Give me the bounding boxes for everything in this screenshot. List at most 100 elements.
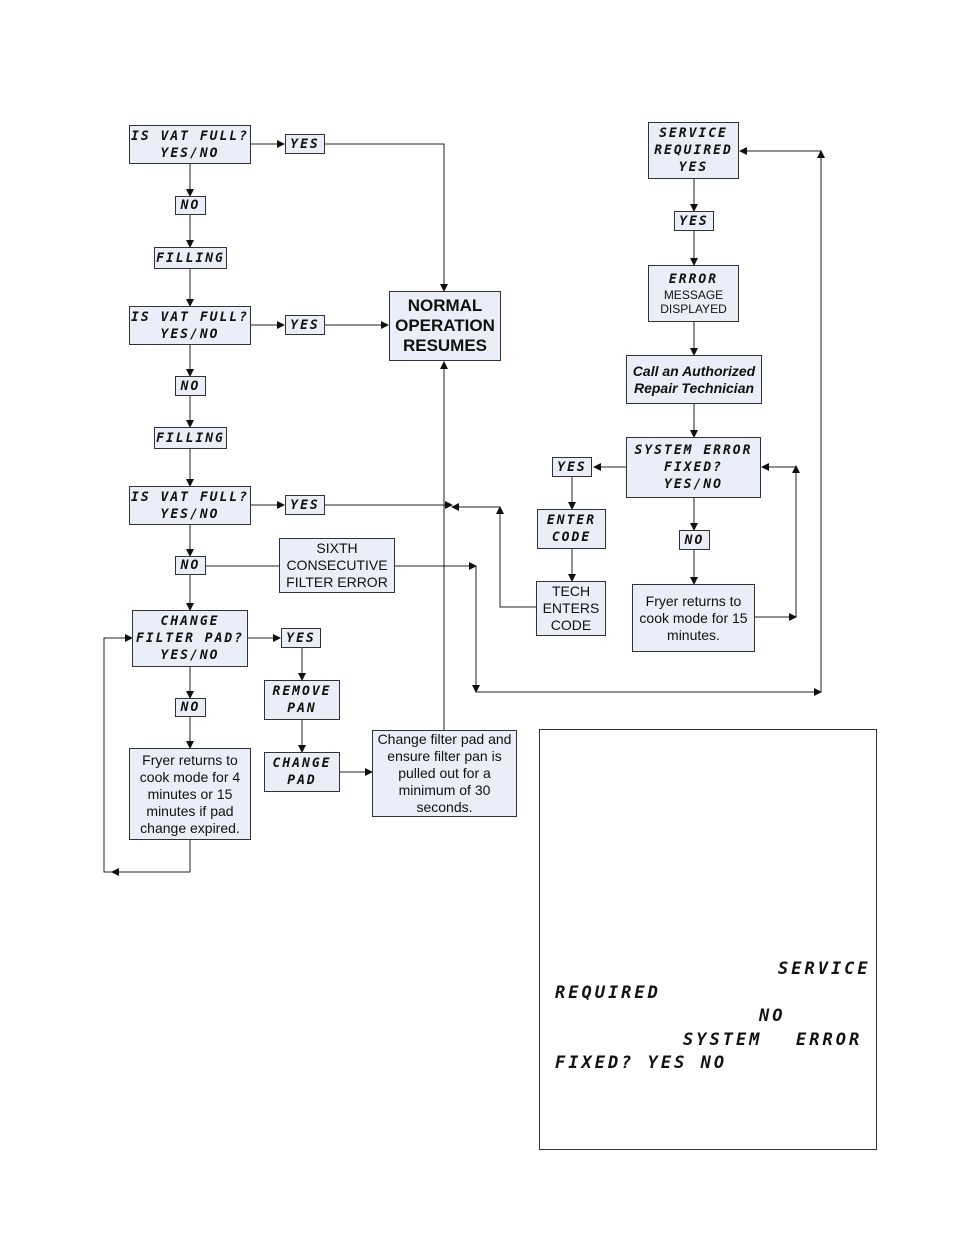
yes-box-3: YES	[285, 495, 325, 515]
box-line: MESSAGE	[663, 288, 724, 302]
call-technician-box: Call an Authorized Repair Technician	[626, 355, 762, 404]
connector	[103, 634, 191, 873]
legend-service: SERVICE	[778, 959, 871, 979]
box-line: YES	[286, 630, 316, 646]
box-line: NO	[180, 378, 201, 394]
is-vat-full-box-1: IS VAT FULL? YES/NO	[129, 125, 251, 164]
box-line: YES/NO	[160, 648, 220, 663]
box-line: YES/NO	[160, 506, 220, 522]
legend-system: SYSTEM	[683, 1030, 763, 1050]
change-pad-box: CHANGE PAD	[264, 752, 340, 792]
yes-box-2: YES	[285, 315, 325, 335]
no-box-3: NO	[175, 556, 206, 575]
no-box-4: NO	[175, 698, 206, 717]
box-line: NO	[180, 700, 201, 715]
box-line: change expired.	[140, 819, 240, 836]
no-box-6: NO	[679, 530, 710, 550]
box-line: YES	[290, 497, 320, 513]
box-line: OPERATION	[395, 316, 495, 335]
service-required-box: SERVICE REQUIRED YES	[648, 122, 739, 179]
box-line: REQUIRED	[654, 143, 733, 158]
box-line: SIXTH	[316, 540, 358, 556]
yes-box-6: YES	[552, 457, 592, 477]
is-vat-full-box-2: IS VAT FULL? YES/NO	[129, 306, 251, 345]
box-line: RESUMES	[402, 336, 488, 355]
box-line: minutes or 15	[147, 785, 233, 802]
connector	[496, 506, 536, 608]
box-line: CHANGE	[160, 614, 220, 629]
box-line: CHANGE	[272, 756, 332, 771]
box-line: CONSECUTIVE	[286, 557, 388, 573]
filling-box-2: FILLING	[154, 427, 227, 449]
box-line: YES	[679, 213, 709, 229]
yes-box-4: YES	[281, 628, 321, 648]
is-vat-full-box-3: IS VAT FULL? YES/NO	[129, 486, 251, 525]
box-line: YES	[557, 459, 587, 475]
change-filter-pad-box: CHANGE FILTER PAD? YES/NO	[132, 610, 248, 667]
box-line: Call an Authorized	[632, 362, 756, 379]
tech-enters-code-box: TECH ENTERS CODE	[536, 581, 606, 636]
error-message-box: ERROR MESSAGE DISPLAYED	[648, 265, 739, 322]
box-line: seconds.	[416, 799, 473, 815]
box-line: YES/NO	[160, 145, 220, 161]
remove-pan-box: REMOVE PAN	[264, 680, 340, 720]
box-line: Repair Technician	[633, 379, 755, 396]
sixth-consecutive-filter-error-box: SIXTH CONSECUTIVE FILTER ERROR	[279, 538, 395, 593]
change-filter-instruction-box: Change filter pad and ensure filter pan …	[372, 730, 517, 817]
enter-code-box: ENTER CODE	[537, 509, 606, 549]
box-line: ensure filter pan is	[387, 748, 502, 764]
notes-box: SERVICE REQUIRED NO SYSTEM ERROR FIXED? …	[539, 729, 877, 1150]
box-line: SERVICE	[659, 126, 728, 141]
fryer-returns-15-min-box: Fryer returns to cook mode for 15 minute…	[632, 584, 755, 652]
filling-box-1: FILLING	[154, 247, 227, 269]
box-line: IS VAT FULL?	[131, 309, 249, 325]
box-line: CODE	[550, 617, 592, 633]
box-line: YES	[290, 136, 320, 152]
yes-box-1: YES	[285, 134, 325, 154]
box-line: YES/NO	[160, 326, 220, 342]
box-line: FILLING	[156, 430, 225, 446]
box-line: cook mode for 15	[639, 609, 748, 626]
box-line: FILTER ERROR	[286, 574, 388, 590]
box-line: NO	[180, 558, 201, 573]
box-line: Fryer returns to	[645, 592, 742, 609]
box-line: cook mode for 4	[139, 768, 241, 785]
box-line: TECH	[551, 583, 591, 599]
box-line: NO	[180, 198, 201, 213]
box-line: ENTERS	[542, 600, 600, 616]
system-error-fixed-box: SYSTEM ERROR FIXED? YES/NO	[626, 437, 761, 498]
box-line: PAN	[287, 701, 317, 716]
box-line: IS VAT FULL?	[131, 489, 249, 505]
box-line: minimum of 30	[398, 782, 491, 798]
box-line: minutes if pad	[146, 802, 234, 819]
box-line: CODE	[551, 530, 592, 545]
box-line: NO	[684, 532, 705, 548]
yes-box-5: YES	[674, 211, 714, 231]
box-line: pulled out for a	[398, 765, 491, 781]
box-line: ENTER	[546, 513, 597, 528]
legend-no: NO	[759, 1006, 786, 1026]
normal-operation-resumes-box: NORMAL OPERATION RESUMES	[389, 291, 501, 361]
fryer-returns-4-min-box: Fryer returns to cook mode for 4 minutes…	[129, 748, 251, 840]
box-line: YES/NO	[664, 477, 723, 492]
legend-fixed-yes-no: FIXED? YES NO	[555, 1053, 728, 1073]
error-title: ERROR	[668, 272, 719, 287]
box-line: Fryer returns to	[142, 751, 238, 768]
box-line: IS VAT FULL?	[131, 128, 249, 144]
no-box-1: NO	[175, 196, 206, 215]
box-line: SYSTEM ERROR	[634, 443, 753, 458]
box-line: Change filter pad and	[377, 731, 512, 747]
box-line: REMOVE	[272, 684, 332, 699]
box-line: NORMAL	[407, 296, 483, 315]
connector	[755, 463, 797, 618]
no-box-2: NO	[175, 376, 206, 396]
box-line: minutes.	[667, 626, 720, 643]
legend-error: ERROR	[796, 1030, 863, 1050]
box-line: DISPLAYED	[660, 302, 727, 316]
box-line: YES	[678, 160, 709, 175]
box-line: FIXED?	[664, 460, 723, 475]
box-line: YES	[290, 317, 320, 333]
connector	[325, 143, 448, 292]
legend-required: REQUIRED	[555, 983, 661, 1003]
